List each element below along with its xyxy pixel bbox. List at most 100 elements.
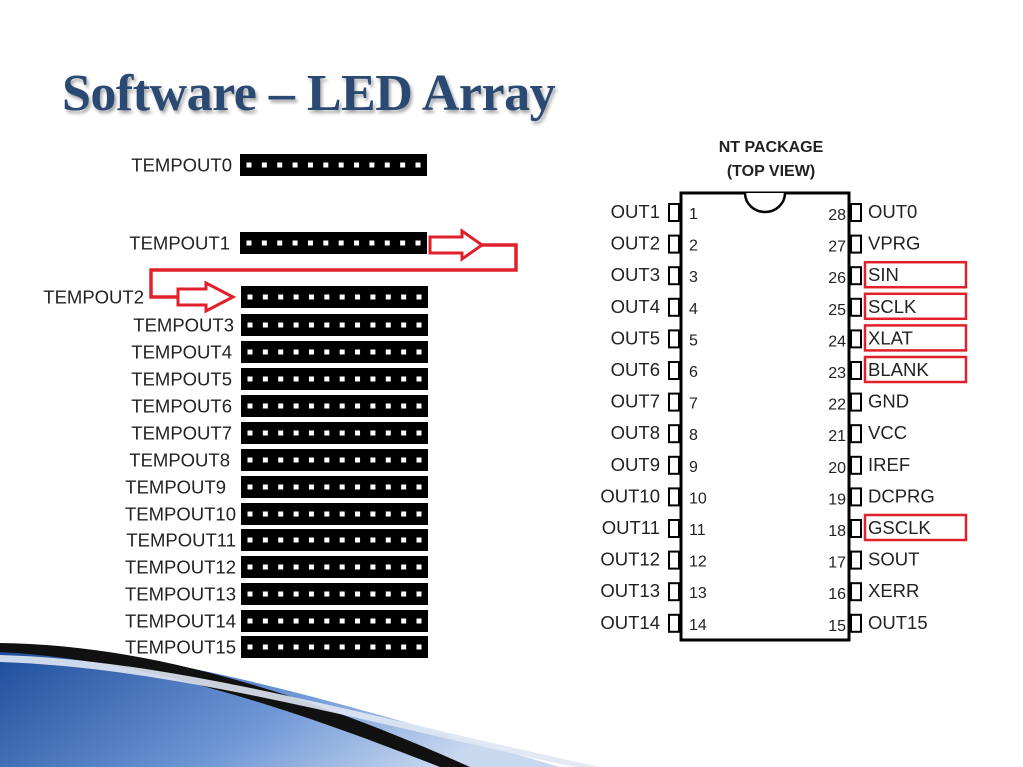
bit-cell	[247, 564, 253, 570]
bit-cell	[247, 430, 253, 436]
bit-cell	[416, 618, 422, 624]
bit-cell	[262, 484, 268, 490]
bit-cell	[308, 537, 314, 543]
highlight-box	[863, 260, 968, 289]
bit-cell	[370, 484, 376, 490]
bit-cell	[355, 591, 361, 597]
pin-name: VCC	[868, 422, 907, 443]
bit-cell	[355, 457, 361, 463]
pin-name: OUT3	[611, 264, 660, 285]
pin-name: BLANK	[868, 359, 929, 380]
pin-lead-left	[668, 582, 680, 602]
pin-lead-right	[850, 487, 862, 507]
bit-cell	[385, 403, 391, 409]
bit-cell	[339, 403, 345, 409]
register-label: TEMPOUT14	[125, 611, 236, 632]
bit-cell	[293, 564, 299, 570]
bit-cell	[370, 564, 376, 570]
highlight-box	[863, 513, 968, 542]
bit-cell	[277, 162, 283, 168]
bit-cell	[384, 162, 390, 168]
register-label: TEMPOUT10	[125, 504, 236, 525]
pin-name: VPRG	[868, 233, 920, 254]
bit-cell	[324, 430, 330, 436]
bit-cell	[307, 240, 313, 246]
register-label: TEMPOUT7	[131, 423, 232, 444]
bit-cell	[308, 644, 314, 650]
bit-cell	[262, 457, 268, 463]
pin-number: 1	[689, 206, 698, 223]
register-bar	[241, 395, 428, 417]
bit-cell	[308, 564, 314, 570]
register-bar	[241, 636, 428, 658]
bit-cell	[324, 322, 330, 328]
bit-cell	[370, 511, 376, 517]
bit-cell	[338, 162, 344, 168]
pin-lead-right	[850, 424, 862, 444]
bit-cell	[370, 591, 376, 597]
bit-cell	[277, 240, 283, 246]
pin-name: OUT6	[611, 359, 660, 380]
bit-cell	[355, 511, 361, 517]
pin-name: OUT0	[868, 201, 917, 222]
bit-cell	[278, 511, 284, 517]
register-bar	[241, 341, 428, 363]
bit-cell	[415, 162, 421, 168]
pin-number: 21	[828, 428, 846, 445]
pin-lead-right	[850, 234, 862, 254]
bit-cell	[323, 162, 329, 168]
pin-name: XERR	[868, 580, 919, 601]
register-bar	[241, 286, 428, 308]
pin-name: OUT1	[611, 201, 660, 222]
pin-name: OUT10	[600, 485, 660, 506]
bit-cell	[339, 430, 345, 436]
bit-cell	[416, 294, 422, 300]
bit-cell	[247, 644, 253, 650]
pin-number: 28	[828, 207, 846, 224]
bit-cell	[247, 591, 253, 597]
pin-name: OUT5	[611, 327, 660, 348]
bit-cell	[293, 403, 299, 409]
bit-cell	[247, 349, 253, 355]
bit-cell	[308, 484, 314, 490]
pin-number: 8	[689, 427, 698, 444]
bit-cell	[385, 564, 391, 570]
bit-cell	[293, 294, 299, 300]
bit-cell	[355, 618, 361, 624]
bit-cell	[278, 591, 284, 597]
bit-cell	[308, 403, 314, 409]
bit-cell	[339, 376, 345, 382]
pin-lead-left	[668, 266, 680, 286]
bit-cell	[262, 564, 268, 570]
pin-lead-left	[668, 487, 680, 507]
pin-lead-right	[850, 203, 862, 222]
pin-name: OUT7	[611, 391, 660, 412]
bit-cell	[339, 564, 345, 570]
bit-cell	[278, 376, 284, 382]
register-bar	[241, 422, 428, 444]
bit-cell	[415, 240, 421, 246]
register-bar	[241, 449, 428, 471]
bit-cell	[401, 618, 407, 624]
bit-cell	[401, 322, 407, 328]
pin-name: OUT14	[600, 612, 660, 633]
bit-cell	[355, 349, 361, 355]
pin-name: SIN	[868, 264, 899, 285]
bit-cell	[247, 457, 253, 463]
pin-number: 15	[828, 618, 846, 635]
bit-cell	[278, 484, 284, 490]
pin-name: OUT4	[611, 296, 660, 317]
pin-number: 2	[689, 238, 698, 255]
bit-cell	[324, 591, 330, 597]
bit-cell	[293, 537, 299, 543]
bit-cell	[338, 240, 344, 246]
bit-cell	[401, 591, 407, 597]
pin-name: OUT2	[611, 233, 660, 254]
pin-name: DCPRG	[868, 485, 935, 506]
pin-number: 5	[689, 332, 698, 349]
register-label: TEMPOUT4	[131, 342, 232, 363]
bit-cell	[369, 162, 375, 168]
bit-cell	[262, 618, 268, 624]
bit-cell	[324, 457, 330, 463]
pin-number: 26	[828, 270, 846, 287]
